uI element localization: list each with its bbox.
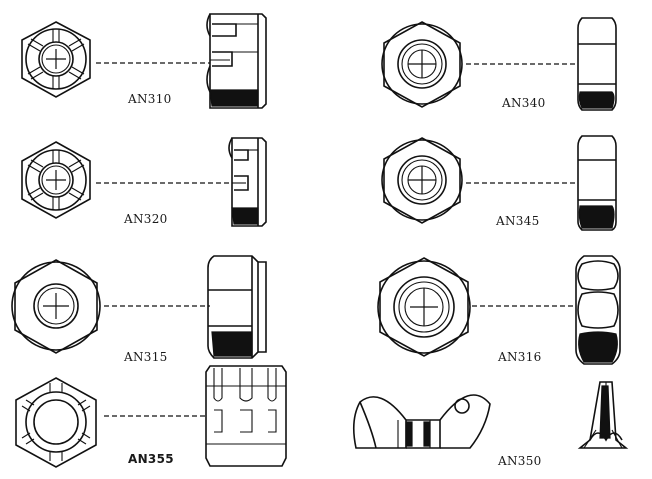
an316-top-view	[377, 257, 471, 357]
an355-label: AN355	[128, 452, 174, 466]
an340-label: AN340	[502, 96, 546, 110]
an350-side-view	[577, 381, 629, 449]
an345-label: AN345	[496, 214, 540, 228]
an310-label: AN310	[128, 92, 172, 106]
an320-side-view	[228, 137, 267, 227]
an340-top-view	[381, 21, 463, 108]
an310-top-view	[21, 21, 91, 98]
an350-front-view	[352, 394, 491, 449]
an315-side-view	[207, 255, 267, 359]
an340-side-view	[577, 17, 617, 111]
an355-side-view	[205, 365, 287, 467]
an320-label: AN320	[124, 212, 168, 226]
an350-label: AN350	[498, 454, 542, 468]
an315-label: AN315	[124, 350, 168, 364]
an316-side-view	[575, 255, 621, 365]
an320-top-view	[21, 141, 91, 219]
an345-side-view	[577, 135, 617, 231]
an315-top-view	[11, 259, 101, 354]
an310-side-view	[206, 13, 267, 109]
an355-top-view	[15, 377, 97, 468]
an345-top-view	[381, 137, 463, 224]
an316-label: AN316	[498, 350, 542, 364]
